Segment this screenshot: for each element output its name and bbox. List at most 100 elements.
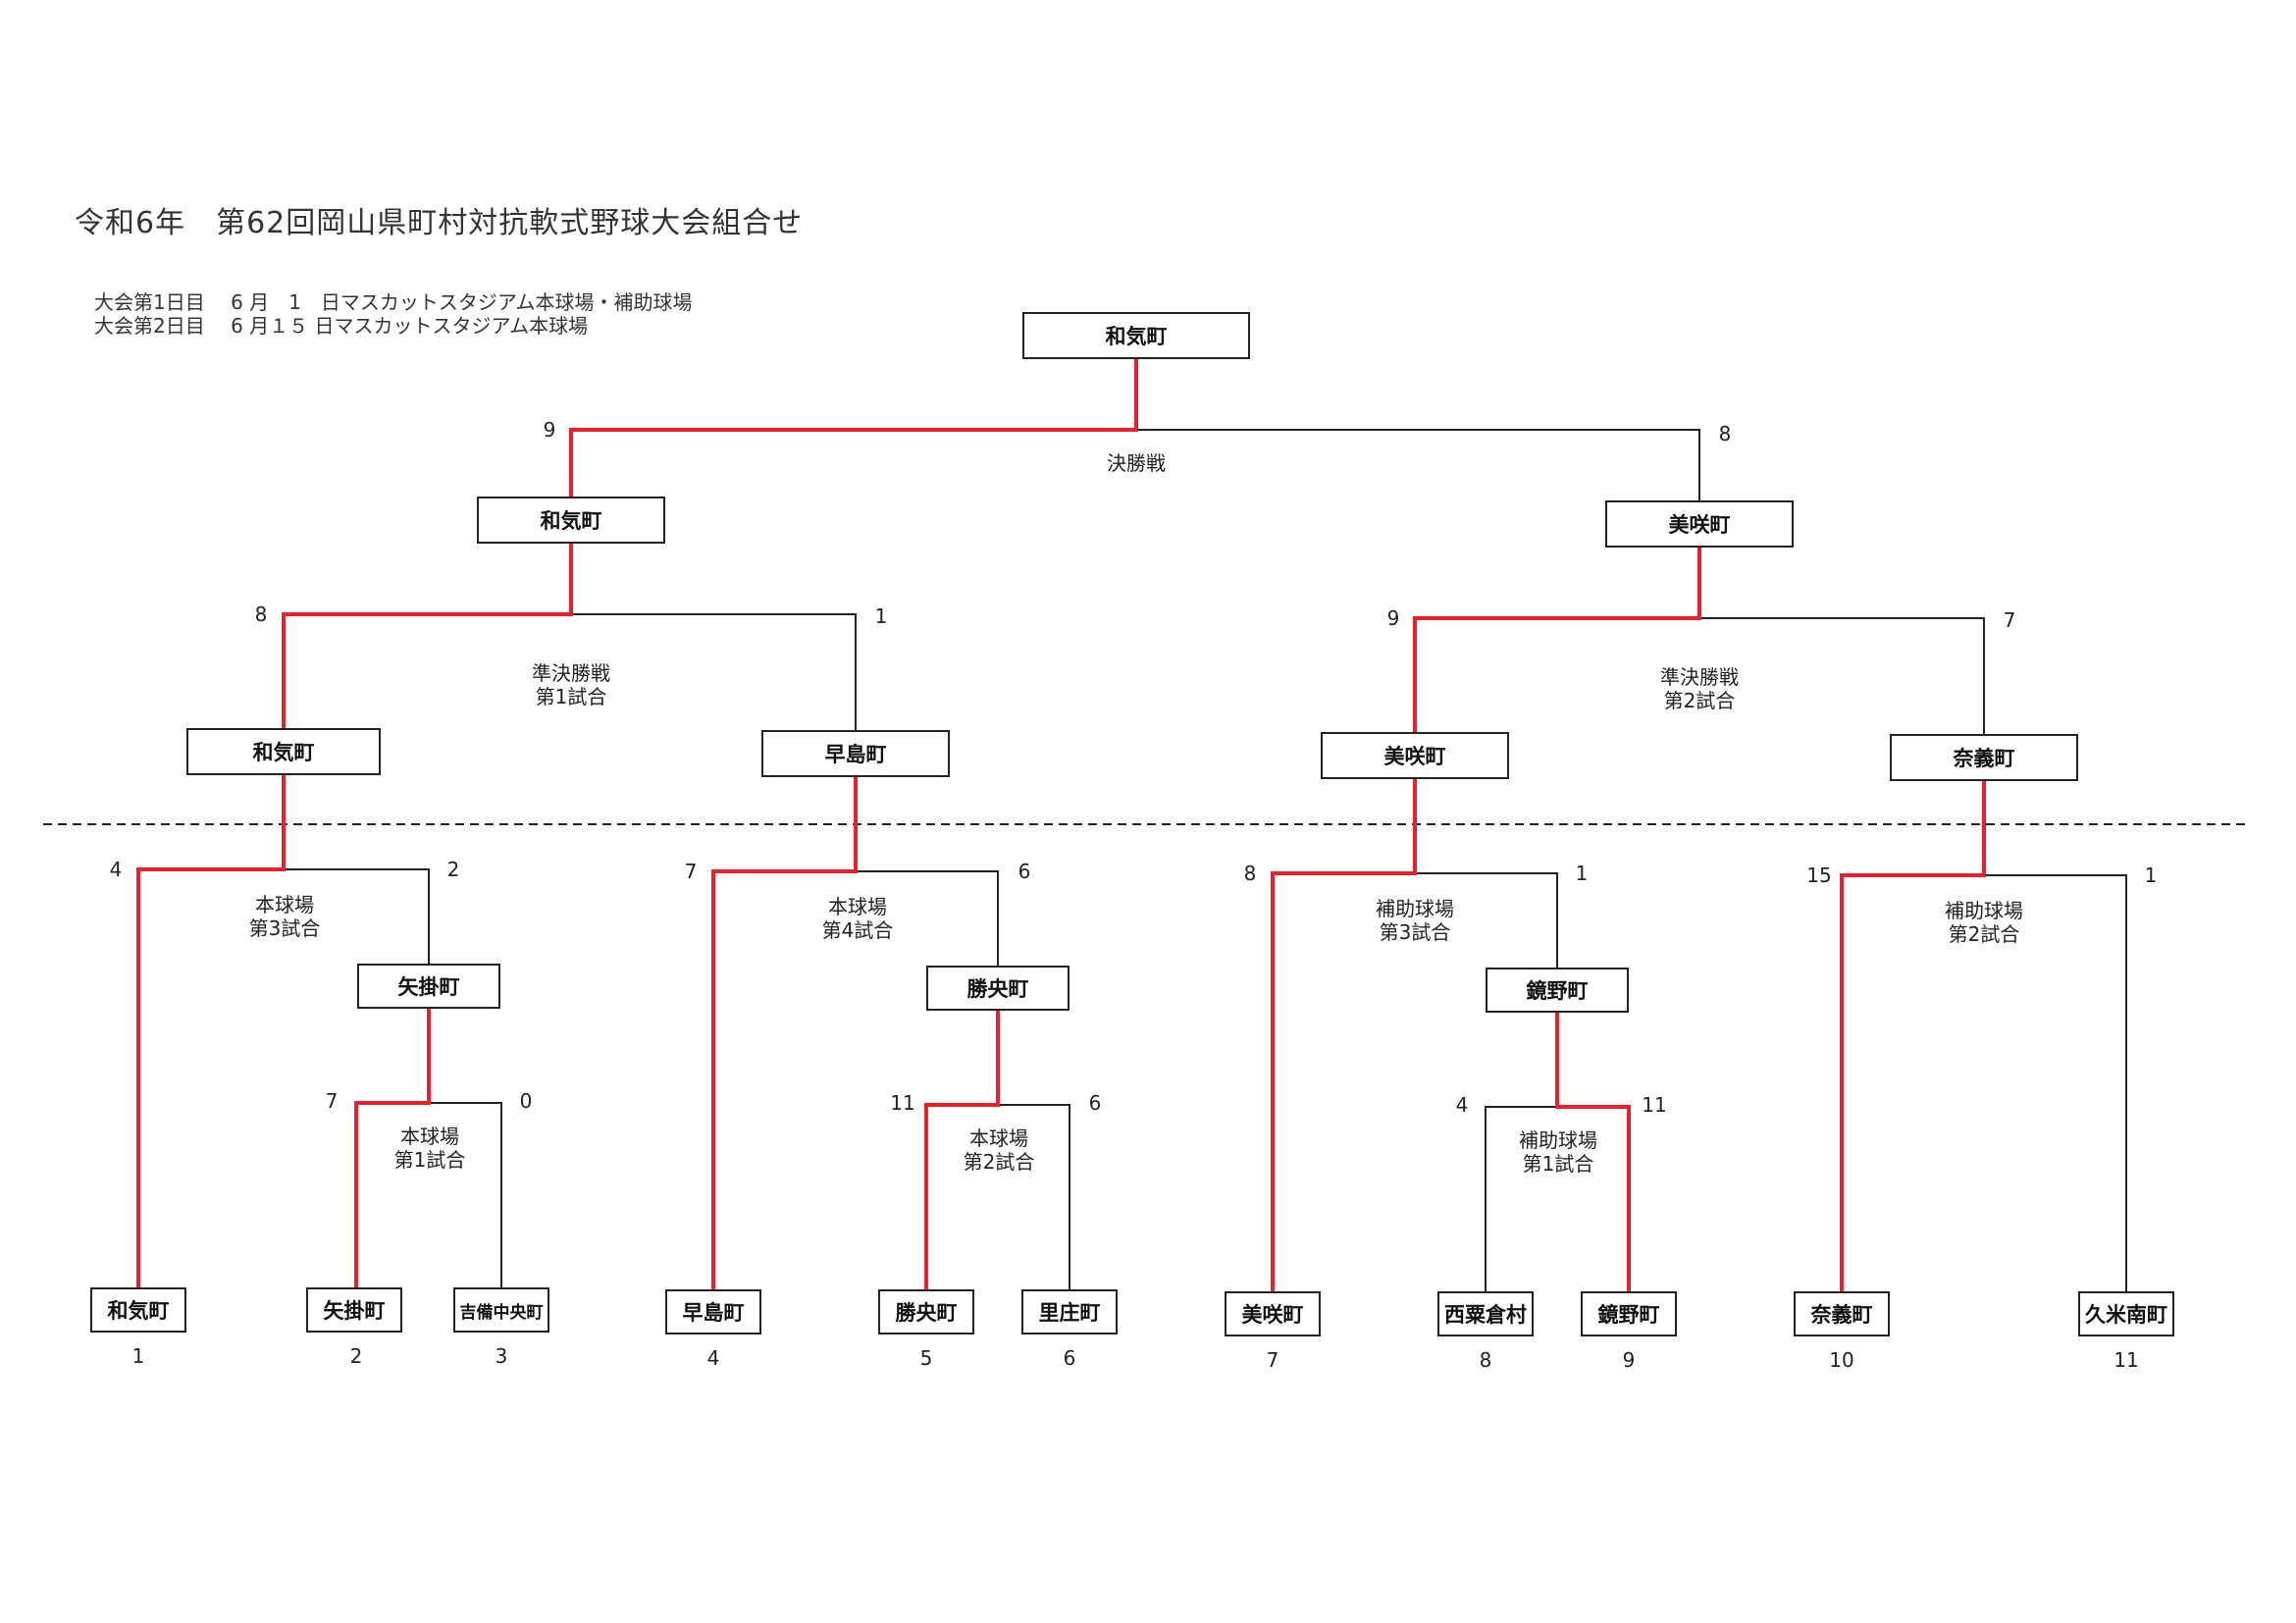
match-label-m3: 補助球場 第1試合: [1519, 1128, 1597, 1176]
score-m2-left: 11: [890, 1091, 915, 1115]
seed-1: 1: [131, 1344, 145, 1368]
team-box-10: 奈義町: [1794, 1291, 1890, 1336]
f-winner-line: [569, 359, 1138, 497]
team-box-4: 早島町: [665, 1289, 761, 1335]
qf-winner-box-2: 早島町: [761, 730, 950, 777]
match-label-q2-game: 第4試合: [821, 918, 894, 942]
seed-11: 11: [2113, 1348, 2139, 1372]
s2-loser-line: [1699, 617, 1985, 734]
match-label-m1-game: 第1試合: [393, 1148, 466, 1172]
match-label-final-round: 決勝戦: [1107, 451, 1166, 475]
match-label-q3: 補助球場 第3試合: [1376, 897, 1454, 944]
seed-7: 7: [1266, 1348, 1279, 1372]
match-label-q4-game: 第2試合: [1948, 922, 2020, 946]
seed-3: 3: [495, 1344, 508, 1368]
team-box-5: 勝央町: [878, 1289, 974, 1335]
seed-5: 5: [919, 1346, 933, 1370]
m2-winner-line: [924, 1011, 1000, 1289]
team-box-6: 里庄町: [1021, 1289, 1118, 1335]
score-q4-right: 1: [2144, 864, 2158, 887]
score-s2-left: 9: [1386, 606, 1400, 630]
score-s1-right: 1: [874, 604, 888, 628]
q2-winner-line: [711, 777, 858, 1289]
m2-loser-line: [998, 1104, 1070, 1289]
match-label-m3-game: 第1試合: [1522, 1152, 1594, 1176]
q3-winner-line: [1271, 779, 1417, 1291]
team-box-9: 鏡野町: [1581, 1291, 1677, 1336]
page-title: 令和6年 第62回岡山県町村対抗軟式野球大会組合せ: [75, 206, 804, 240]
qf-winner-box-3: 美咲町: [1321, 732, 1509, 779]
match-label-s1-game: 第1試合: [535, 685, 607, 708]
r1-winner-box-3: 鏡野町: [1486, 968, 1629, 1013]
team-box-3: 吉備中央町: [453, 1287, 549, 1333]
m3-loser-line: [1485, 1106, 1557, 1291]
q2-loser-line: [856, 870, 999, 966]
q1-winner-line: [136, 775, 286, 1287]
match-label-q3-venue: 補助球場: [1376, 897, 1454, 920]
team-box-7: 美咲町: [1225, 1291, 1321, 1336]
match-label-q1: 本球場 第3試合: [249, 893, 321, 940]
score-m3-right: 11: [1642, 1093, 1667, 1117]
score-q2-right: 6: [1018, 860, 1031, 883]
score-s1-left: 8: [254, 602, 268, 626]
f-loser-line: [1136, 429, 1700, 500]
r1-winner-box-1: 矢掛町: [357, 964, 500, 1009]
score-q1-left: 4: [109, 858, 123, 881]
score-m1-left: 7: [325, 1089, 339, 1113]
score-m1-right: 0: [519, 1089, 533, 1113]
match-label-m1-venue: 本球場: [399, 1125, 459, 1148]
seed-6: 6: [1063, 1346, 1076, 1370]
team-box-8: 西粟倉村: [1437, 1291, 1534, 1336]
q4-loser-line: [1984, 874, 2127, 1291]
match-label-final: 決勝戦: [1107, 451, 1166, 475]
s1-winner-line: [282, 544, 573, 728]
q4-winner-line: [1840, 781, 1986, 1291]
team-box-1: 和気町: [90, 1287, 186, 1333]
qf-winner-box-1: 和気町: [186, 728, 381, 775]
match-label-s2-round: 準決勝戦: [1660, 665, 1739, 689]
seed-10: 10: [1829, 1348, 1854, 1372]
sf-winner-box-1: 和気町: [477, 497, 665, 544]
score-m3-left: 4: [1455, 1093, 1469, 1117]
match-label-q4-venue: 補助球場: [1945, 899, 2023, 922]
score-q2-left: 7: [684, 860, 698, 883]
score-final-right: 8: [1718, 422, 1732, 445]
m1-loser-line: [429, 1102, 502, 1287]
sf-winner-box-2: 美咲町: [1605, 500, 1794, 548]
match-label-s1: 準決勝戦 第1試合: [532, 661, 610, 708]
match-label-m2: 本球場 第2試合: [964, 1126, 1035, 1174]
score-m2-right: 6: [1088, 1091, 1102, 1115]
score-final-left: 9: [543, 418, 556, 442]
match-label-s2: 準決勝戦 第2試合: [1660, 665, 1739, 712]
match-label-m3-venue: 補助球場: [1519, 1128, 1597, 1152]
score-q1-right: 2: [446, 858, 460, 881]
score-q3-right: 1: [1575, 862, 1589, 885]
match-label-s1-round: 準決勝戦: [532, 661, 610, 685]
score-s2-right: 7: [2003, 608, 2016, 632]
bracket-connectors: [136, 359, 2127, 1291]
schedule-day2: 大会第2日目 6 月１５ 日マスカットスタジアム本球場: [94, 314, 589, 338]
q3-loser-line: [1415, 872, 1558, 968]
match-label-m2-venue: 本球場: [968, 1126, 1028, 1150]
match-label-q3-game: 第3試合: [1379, 920, 1451, 944]
team-box-11: 久米南町: [2078, 1291, 2174, 1336]
seed-4: 4: [706, 1346, 720, 1370]
team-box-2: 矢掛町: [306, 1287, 402, 1333]
match-label-q2-venue: 本球場: [827, 895, 887, 918]
match-label-q1-game: 第3試合: [248, 916, 321, 940]
r1-winner-box-2: 勝央町: [926, 966, 1070, 1011]
qf-winner-box-4: 奈義町: [1890, 734, 2078, 781]
match-label-q2: 本球場 第4試合: [822, 895, 894, 942]
champion-box: 和気町: [1022, 312, 1250, 359]
s1-loser-line: [571, 613, 857, 730]
match-label-s2-game: 第2試合: [1663, 689, 1736, 712]
match-label-q1-venue: 本球場: [254, 893, 314, 916]
seed-2: 2: [349, 1344, 363, 1368]
seed-8: 8: [1479, 1348, 1492, 1372]
m1-winner-line: [354, 1009, 431, 1287]
match-label-q4: 補助球場 第2試合: [1945, 899, 2023, 946]
m3-winner-line: [1555, 1013, 1631, 1291]
score-q4-left: 15: [1806, 864, 1832, 887]
match-label-m2-game: 第2試合: [963, 1150, 1035, 1174]
